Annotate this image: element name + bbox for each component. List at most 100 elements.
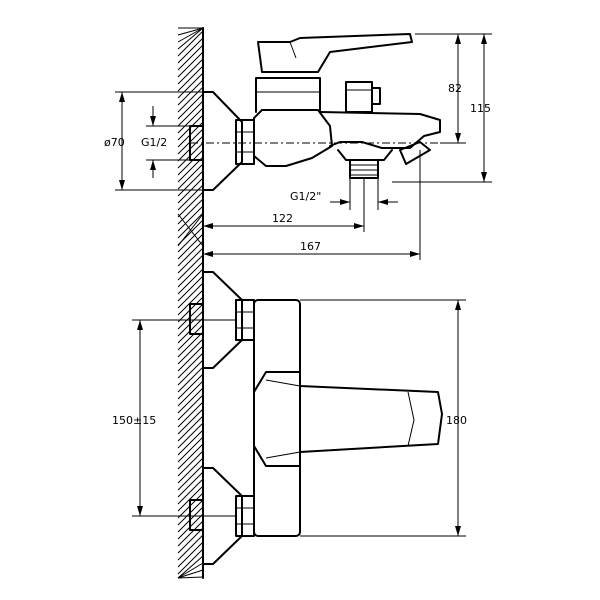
wall-hatch-line xyxy=(177,37,204,64)
wall-hatch-line xyxy=(177,268,204,295)
wall-hatch-line xyxy=(177,541,204,568)
wall-hatch-line xyxy=(177,394,204,421)
wall-hatch-line xyxy=(177,275,204,302)
dim-arrow xyxy=(150,116,156,126)
side-diverter-knob xyxy=(345,81,373,113)
dim-arrow xyxy=(137,506,143,516)
wall-hatch-line xyxy=(177,72,204,99)
side-cartridge-column xyxy=(255,77,321,113)
wall-hatch-line xyxy=(177,408,204,435)
wall-hatch-line xyxy=(177,457,204,484)
wall-hatch-line xyxy=(177,226,204,253)
dim-arrow xyxy=(150,160,156,170)
dim-arrow xyxy=(481,172,487,182)
wall-hatch-line xyxy=(177,485,204,512)
side-diverter-knob-tip xyxy=(371,87,381,105)
side-hex-nut xyxy=(235,119,255,165)
wall-hatch-line xyxy=(177,93,204,120)
side-view: 82 115 ø70 G1/2 G1/2" xyxy=(104,33,492,260)
dim-arrow xyxy=(455,526,461,536)
wall-hatch-line xyxy=(177,443,204,470)
wall-hatch-line xyxy=(177,289,204,316)
wall-hatch-line xyxy=(177,387,204,414)
wall-hatch-line xyxy=(177,450,204,477)
dim-arrow xyxy=(203,223,213,229)
wall-hatch-line xyxy=(177,576,204,579)
side-shower-connector xyxy=(399,141,431,165)
wall-hatch-line xyxy=(177,107,204,134)
wall-hatch-line xyxy=(177,401,204,428)
wall-hatch-line xyxy=(177,184,204,211)
wall-hatch-line xyxy=(177,338,204,365)
side-mixer-body xyxy=(253,109,333,167)
dim-180-label: 180 xyxy=(446,414,467,427)
dim-arrow xyxy=(481,34,487,44)
wall-hatch-line xyxy=(177,422,204,449)
dim-arrow xyxy=(455,300,461,310)
wall-hatch-line xyxy=(177,240,204,267)
wall-hatch-line xyxy=(177,247,204,274)
wall-hatch-line xyxy=(177,555,204,579)
front-upper-pipe-stub xyxy=(189,303,204,335)
wall-hatch-line xyxy=(177,27,204,43)
wall-hatch-line xyxy=(177,527,204,554)
wall-hatch-line xyxy=(177,380,204,407)
wall-hatch-line xyxy=(177,58,204,85)
front-lower-hex-nut xyxy=(235,495,255,537)
wall-hatch-line xyxy=(177,233,204,260)
wall-hatch-line xyxy=(177,464,204,491)
wall-hatch-line xyxy=(177,27,204,50)
wall-hatch-line xyxy=(177,261,204,288)
wall-hatch-line xyxy=(177,415,204,442)
side-lever-detail xyxy=(289,41,297,59)
side-lever-handle xyxy=(257,33,413,73)
wall-hatch-line xyxy=(177,205,204,232)
wall-hatch-line xyxy=(177,436,204,463)
side-outlet xyxy=(337,149,393,161)
wall-hatch-line xyxy=(177,27,204,36)
front-view: 150±15 180 xyxy=(112,271,467,565)
side-spout xyxy=(319,111,441,149)
dim-arrow xyxy=(203,251,213,257)
wall-hatch-line xyxy=(177,324,204,351)
front-mixer-body xyxy=(253,299,301,537)
wall-hatch-line xyxy=(177,191,204,218)
wall-hatch-line xyxy=(177,198,204,225)
wall-hatch-line xyxy=(177,345,204,372)
dim-arrow xyxy=(410,251,420,257)
dim-115-label: 115 xyxy=(470,102,491,115)
dim-arrow xyxy=(455,133,461,143)
wall-hatch-line xyxy=(177,331,204,358)
wall-hatch-line xyxy=(177,534,204,561)
wall-hatch-line xyxy=(177,373,204,400)
wall-hatch-line xyxy=(177,170,204,197)
dim-arrow xyxy=(137,320,143,330)
wall-hatch-line xyxy=(177,163,204,190)
dim-arrow xyxy=(340,199,350,205)
front-lever-detail xyxy=(265,379,415,459)
front-lower-flange xyxy=(202,467,243,565)
dim-82-label: 82 xyxy=(448,82,462,95)
dim-167-label: 167 xyxy=(300,240,321,253)
wall-hatch-line xyxy=(177,212,204,239)
front-lever-handle xyxy=(253,371,301,467)
wall-hatch-line xyxy=(177,366,204,393)
dim-arrow xyxy=(455,34,461,44)
wall-hatch-line xyxy=(177,569,204,579)
wall-hatch-line xyxy=(177,51,204,78)
wall-hatch-line xyxy=(177,282,204,309)
wall-hatch-line xyxy=(177,149,204,176)
wall-hatch-line xyxy=(177,478,204,505)
dim-arrow xyxy=(119,180,125,190)
wall-hatch-line xyxy=(177,30,204,57)
dim-arrow xyxy=(354,223,364,229)
wall-hatch-line xyxy=(177,359,204,386)
wall-hatch-line xyxy=(177,352,204,379)
dim-outlet-label: G1/2" xyxy=(290,190,321,203)
wall-hatch-line xyxy=(177,44,204,71)
wall-hatch-line xyxy=(177,100,204,127)
wall-hatch-line xyxy=(177,156,204,183)
dim-arrow xyxy=(378,199,388,205)
front-upper-hex-nut xyxy=(235,299,255,341)
wall-hatch-line xyxy=(177,548,204,575)
